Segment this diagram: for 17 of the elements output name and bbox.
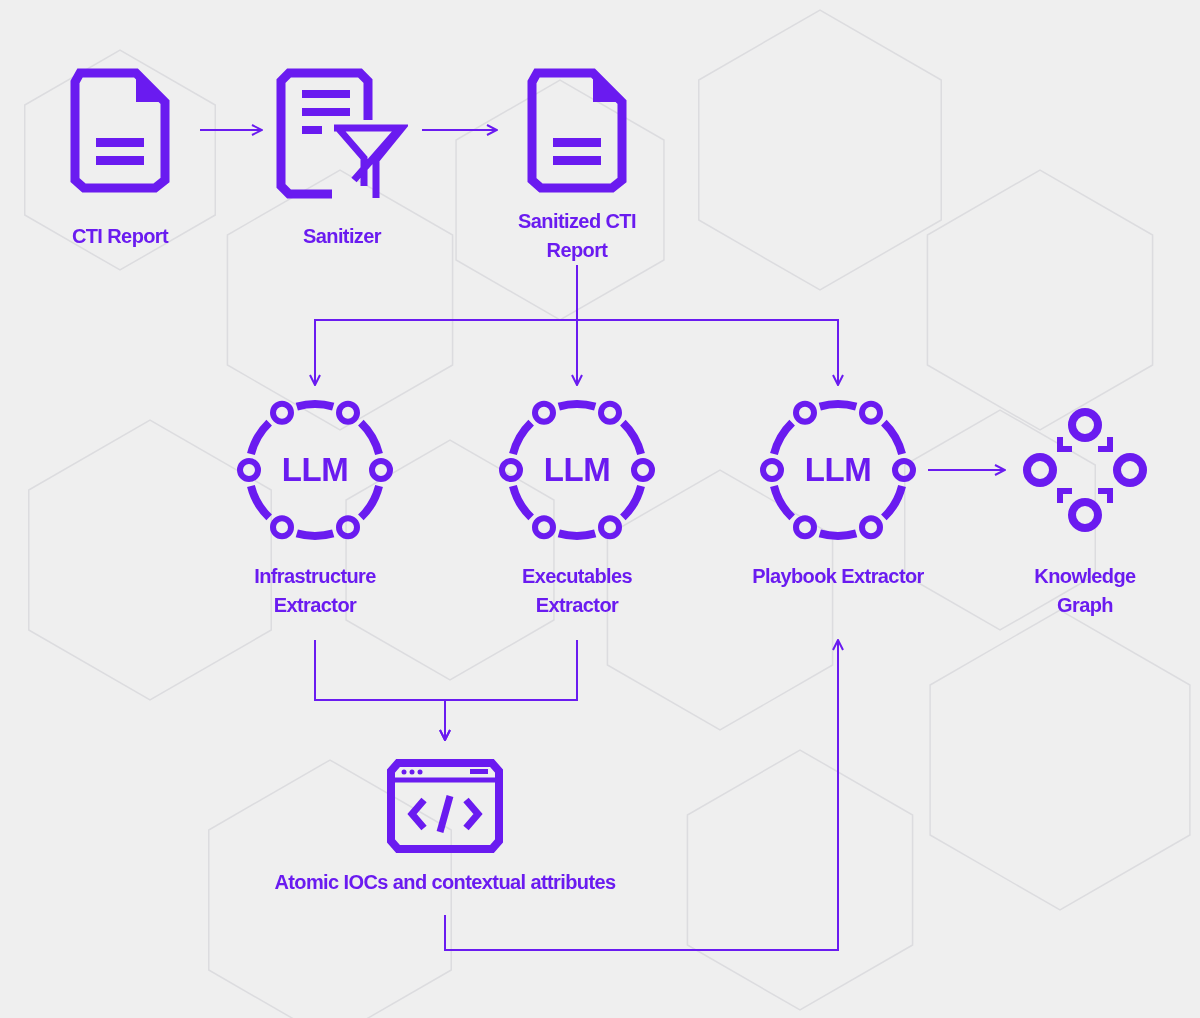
arrow <box>576 264 844 386</box>
node-label: Sanitized CTI Report <box>517 209 637 263</box>
node-label: CTI Report <box>71 224 169 249</box>
llm-label: LLM <box>804 452 872 488</box>
node-label: Sanitizer <box>303 224 381 249</box>
arrow <box>444 639 844 951</box>
node-label: Knowledge Graph <box>1033 564 1137 618</box>
node-label: Executables Extractor <box>520 564 634 618</box>
llm-label: LLM <box>281 452 349 488</box>
arrow <box>927 464 1006 476</box>
node-label: Infrastructure Extractor <box>253 564 377 618</box>
arrow <box>439 639 578 741</box>
node-label: Atomic IOCs and contextual attributes <box>274 870 616 895</box>
arrow <box>421 124 498 136</box>
node-label: Playbook Extractor <box>752 564 924 589</box>
llm-label: LLM <box>543 452 611 488</box>
arrow <box>199 124 263 136</box>
